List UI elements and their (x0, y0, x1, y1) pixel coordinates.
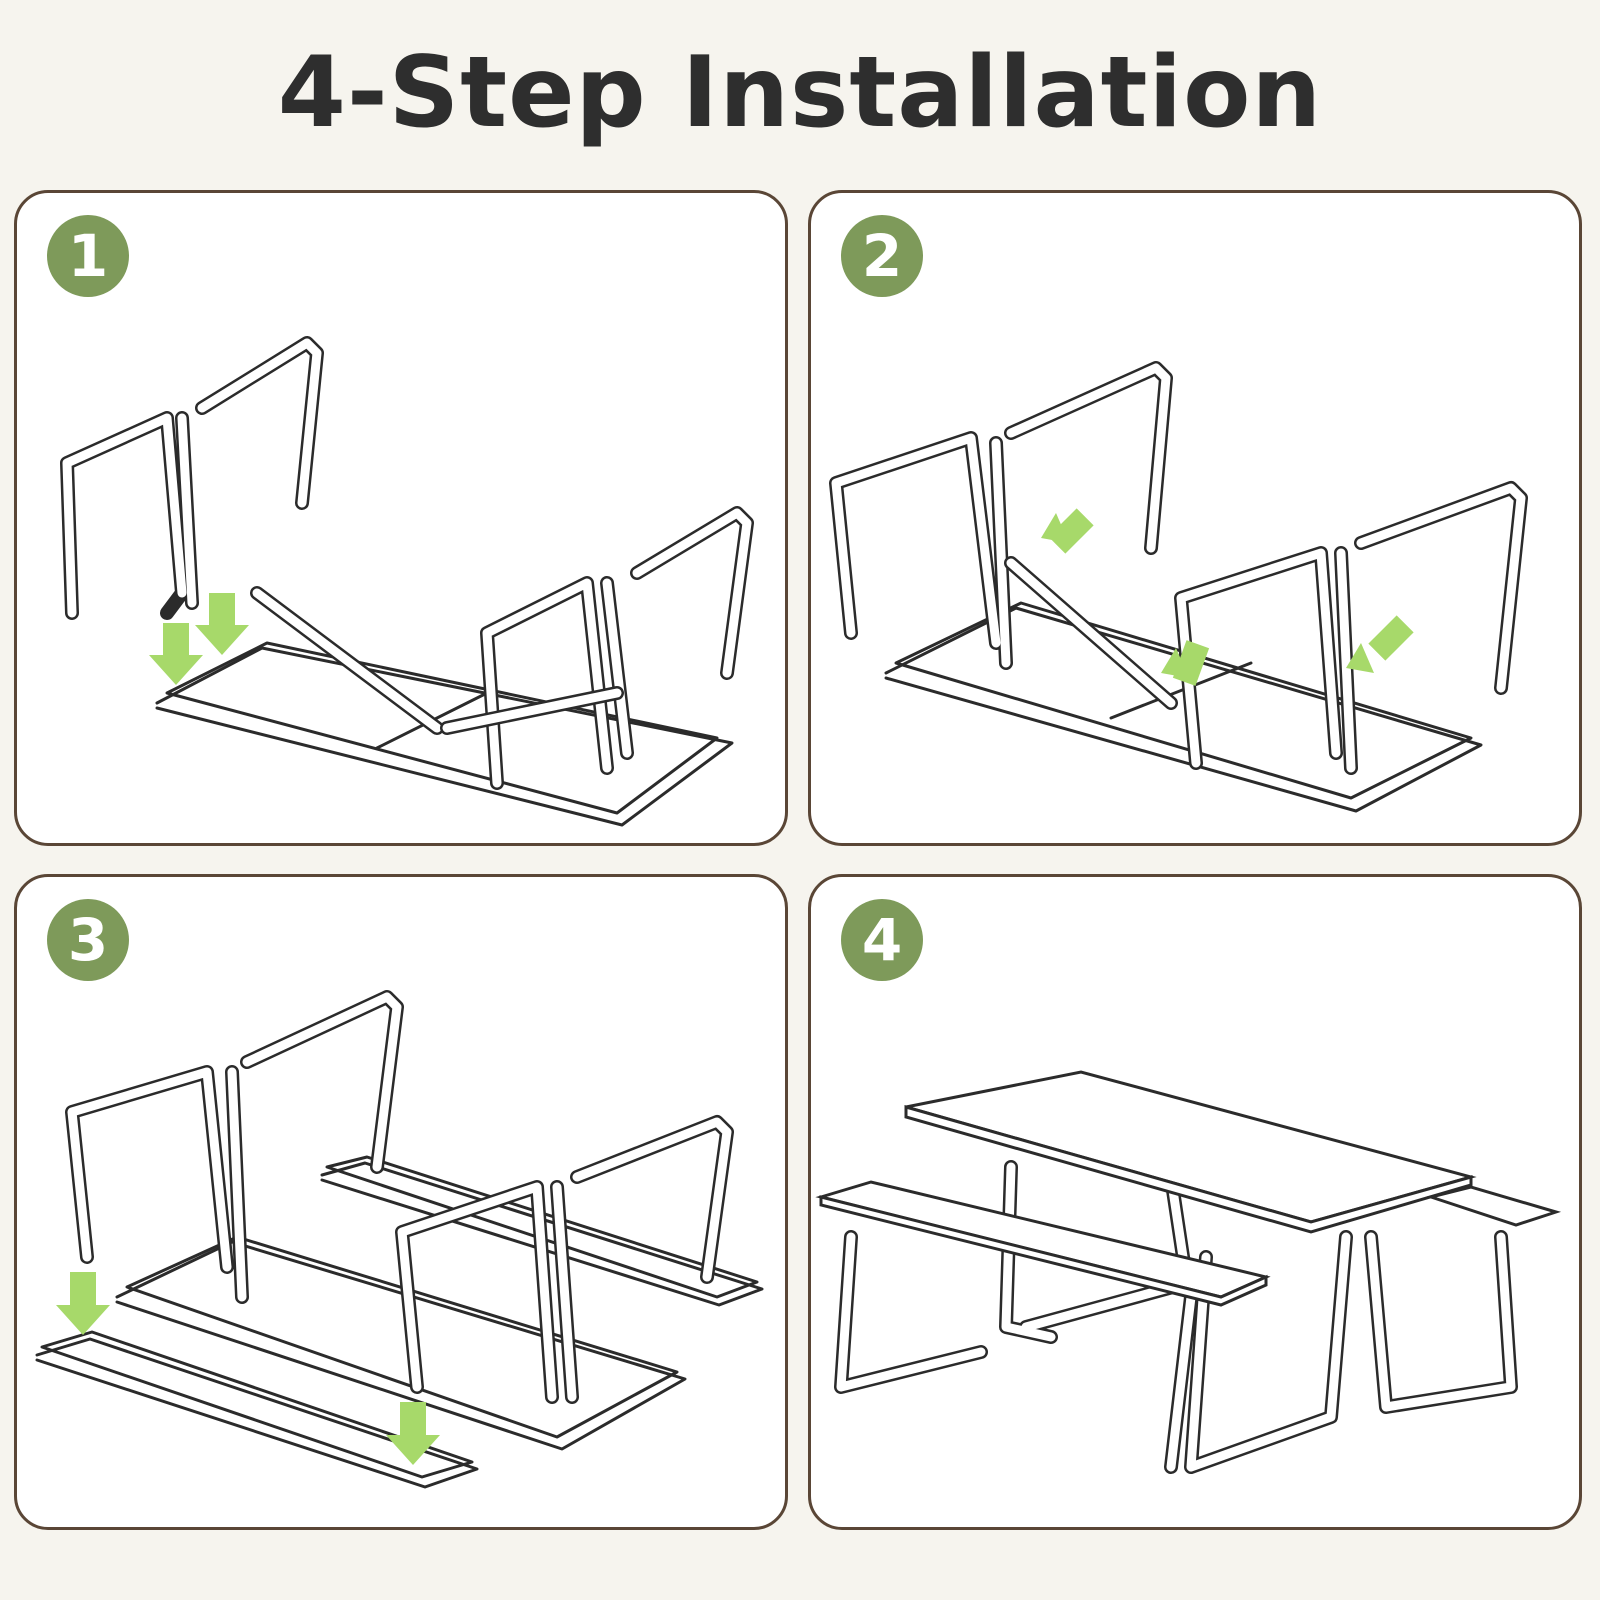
step-2-panel: 2 (808, 190, 1582, 846)
left-leg-frame (65, 990, 404, 1304)
back-bench (1425, 1185, 1562, 1227)
tabletop (904, 1070, 1477, 1234)
step-2-illustration (829, 361, 1528, 813)
step-3-illustration (35, 990, 764, 1489)
front-bench (35, 1330, 479, 1489)
step-1-illustration (60, 336, 754, 827)
step-4-panel: 4 (808, 874, 1582, 1530)
down-arrow-icon (56, 1272, 440, 1465)
step-1-panel: 1 (14, 190, 788, 846)
down-arrow-icon (149, 593, 249, 685)
step-1-badge: 1 (47, 215, 129, 297)
step-3-badge: 3 (47, 899, 129, 981)
brace-arrow-icon (1041, 508, 1414, 686)
step-2-badge: 2 (841, 215, 923, 297)
back-bench (320, 1155, 764, 1307)
right-leg-frame (395, 1115, 734, 1404)
right-leg-frame (1174, 481, 1528, 775)
step-3-panel: 3 (14, 874, 788, 1530)
front-bench (815, 1180, 1271, 1307)
left-leg-frame (60, 336, 324, 620)
step-4-illustration (815, 1070, 1562, 1474)
left-leg-frame (829, 361, 1173, 670)
page-title: 4-Step Installation (277, 36, 1323, 150)
right-leg-frame (480, 506, 754, 790)
step-4-badge: 4 (841, 899, 923, 981)
